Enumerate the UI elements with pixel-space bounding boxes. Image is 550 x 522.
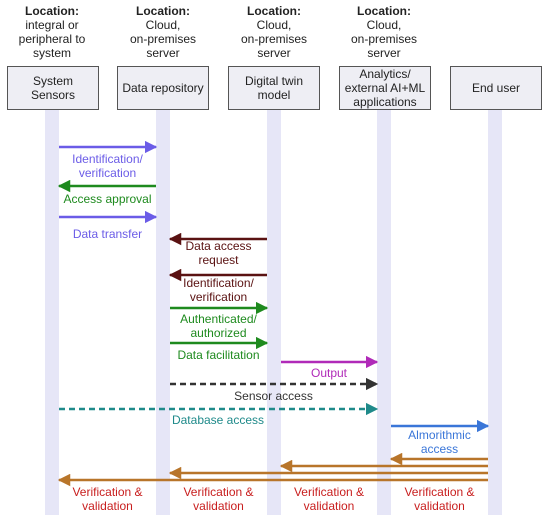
participant-box-4: End user [450,66,542,110]
footer-label-line: validation [414,499,465,513]
lifeline-1 [156,110,170,515]
lifeline-0 [45,110,59,515]
location-detail-line: Cloud, [256,18,292,32]
location-detail-line: on-premises [240,32,308,46]
message-label-line: Output [310,366,348,380]
participant-label-line: System [32,74,73,88]
footer-label-line: Verification & [404,485,475,499]
message-label-5: Authenticated/authorized [159,312,279,340]
location-title: Location: [357,4,411,18]
message-label-8: Sensor access [214,389,334,403]
footer-label-3: Verification &validation [385,485,495,513]
message-label-2: Data transfer [48,227,168,241]
footer-label-line: validation [82,499,133,513]
location-detail-line: Cloud, [145,18,181,32]
message-label-line: Identification/ [72,152,143,166]
message-label-line: verification [189,290,248,304]
participant-label-line: applications [353,95,417,109]
message-label-line: Identification/ [183,276,254,290]
footer-label-1: Verification &validation [164,485,274,513]
message-label-line: Sensor access [234,389,313,403]
location-detail-line: system [32,46,71,60]
location-detail-line: on-premises [350,32,418,46]
message-label-line: Almorithmic [408,428,471,442]
location-title: Location: [136,4,190,18]
location-detail-line: Cloud, [366,18,402,32]
location-detail-line: server [257,46,291,60]
message-label-line: access [420,442,459,456]
location-detail-line: on-premises [129,32,197,46]
message-label-line: request [198,253,239,267]
message-label-1: Access approval [48,192,168,206]
message-label-4: Identification/verification [159,276,279,304]
message-label-line: Authenticated/ [180,312,257,326]
message-label-line: Data access [185,239,252,253]
location-detail-line: peripheral to [18,32,86,46]
footer-label-line: validation [303,499,355,513]
message-label-line: verification [78,166,137,180]
message-label-0: Identification/verification [48,152,168,180]
location-detail-line: server [367,46,401,60]
message-label-7: Output [269,366,389,380]
message-label-line: Access approval [63,192,152,206]
footer-label-2: Verification &validation [274,485,384,513]
footer-label-line: Verification & [183,485,254,499]
location-detail-line: integral or [25,18,79,32]
location-title: Location: [247,4,301,18]
participant-label-line: Digital twin [244,74,304,88]
participant-label-line: Analytics/ [359,67,411,81]
message-label-line: Data facilitation [177,348,260,362]
location-title: Location: [25,4,79,18]
lifeline-2 [267,110,281,515]
message-label-6: Data facilitation [159,348,279,362]
participant-label-line: End user [471,81,521,95]
footer-label-line: Verification & [72,485,143,499]
lifeline-3 [377,110,391,515]
message-label-line: Database access [171,413,265,427]
footer-label-line: Verification & [293,485,365,499]
participant-label-line: external AI+ML [344,81,426,95]
participant-label-line: Sensors [30,88,76,102]
message-label-line: authorized [190,326,247,340]
footer-label-0: Verification &validation [53,485,163,513]
participant-label-line: Data repository [122,81,204,95]
footer-label-line: validation [193,499,244,513]
participant-box-1: Data repository [117,66,209,110]
message-label-line: Data transfer [72,227,143,241]
message-label-9: Database access [158,413,278,427]
location-detail-line: server [146,46,180,60]
lifeline-4 [488,110,502,515]
participant-label-line: model [257,88,291,102]
